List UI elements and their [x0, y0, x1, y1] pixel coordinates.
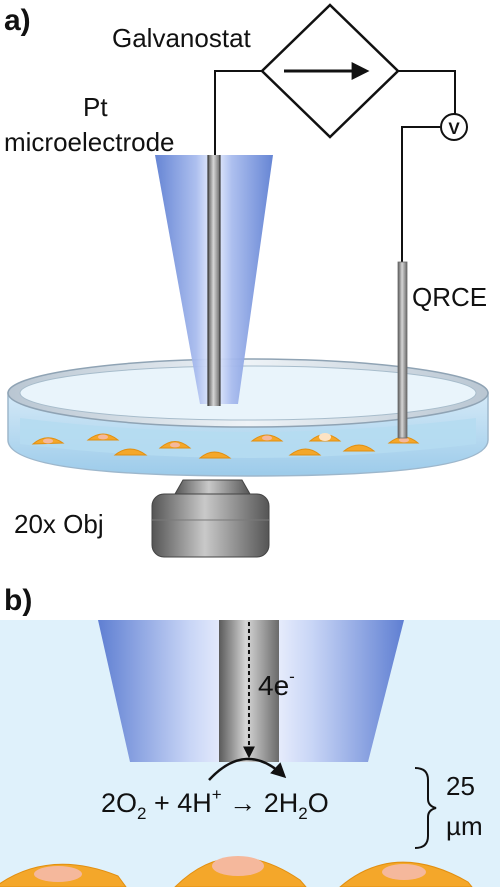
reaction-equation: 2O2 + 4H+ → 2H2O — [101, 785, 329, 823]
cell-nucleus — [43, 438, 53, 444]
panel-b: b) 4e- 2O2 + 4H+ → 2H2O 25 µm — [0, 584, 500, 887]
panel-b-label: b) — [4, 584, 32, 617]
distance-value: 25 — [446, 771, 475, 801]
pt-wire — [208, 155, 220, 406]
cell-nucleus — [399, 437, 409, 443]
distance-unit: µm — [446, 811, 483, 841]
cell-nucleus — [262, 435, 272, 441]
cell-nucleus — [212, 856, 264, 876]
petri-dish — [7, 358, 489, 477]
electrode-label-pt: Pt — [83, 92, 108, 122]
dish-inner — [19, 365, 477, 421]
qrce-electrode — [397, 261, 408, 439]
cell-nucleus — [382, 864, 426, 880]
reference-wire-down — [401, 126, 440, 262]
reaction-curved-arrow — [208, 757, 287, 781]
reference-wire-top — [398, 70, 456, 114]
cell-nucleus — [319, 433, 331, 441]
voltmeter-label: V — [448, 119, 460, 138]
cell — [198, 451, 232, 459]
cell-nucleus — [170, 442, 180, 448]
voltmeter-symbol — [440, 113, 468, 141]
electron-transfer-label: 4e- — [258, 667, 295, 701]
cell-nucleus — [34, 866, 82, 882]
panel-a: a) Galvanostat V Pt microelectrode — [4, 3, 489, 558]
working-electrode-wire — [214, 70, 262, 155]
panel-a-label: a) — [4, 4, 31, 37]
qrce-label: QRCE — [412, 282, 487, 312]
microscope-objective — [151, 479, 270, 558]
objective-body — [151, 493, 270, 558]
cell — [342, 444, 376, 452]
objective-label: 20x Obj — [14, 509, 104, 539]
dish-cell-nuclei — [43, 433, 409, 448]
cell-nucleus — [98, 434, 108, 440]
galvanostat-label: Galvanostat — [112, 23, 252, 53]
cell — [113, 448, 148, 456]
substrate-cells — [0, 856, 473, 887]
cell — [288, 448, 322, 456]
distance-bracket — [414, 767, 437, 849]
electrode-label-microelectrode: microelectrode — [4, 127, 175, 157]
objective-top — [174, 479, 251, 495]
